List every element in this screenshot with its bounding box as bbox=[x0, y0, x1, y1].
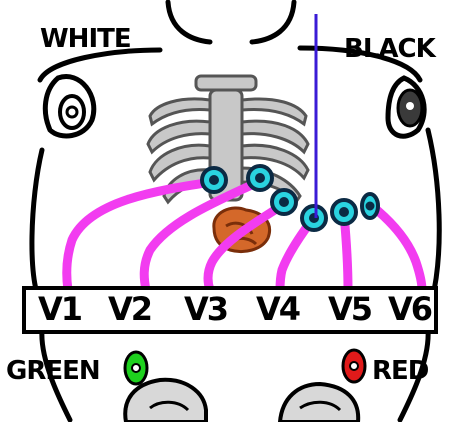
electrode-v4 bbox=[302, 206, 326, 230]
wire-v6 bbox=[372, 206, 422, 290]
lead-label-v5: V5 bbox=[328, 290, 371, 328]
red-electrode bbox=[343, 350, 365, 382]
lead-label-box bbox=[24, 288, 436, 332]
black-electrode bbox=[398, 90, 422, 126]
green-electrode bbox=[125, 352, 147, 384]
lead-label-v1: V1 bbox=[38, 290, 81, 328]
electrode-v2 bbox=[248, 166, 272, 190]
electrode-v6 bbox=[362, 194, 378, 218]
lead-label-v3: V3 bbox=[184, 290, 227, 328]
green-lead-label: GREEN bbox=[6, 356, 100, 386]
electrode-v5 bbox=[332, 200, 356, 224]
white-lead-label: WHITE bbox=[40, 24, 131, 54]
electrode-v1 bbox=[202, 168, 226, 192]
lead-label-v6: V6 bbox=[388, 290, 431, 328]
ribcage bbox=[148, 76, 308, 202]
lead-label-v2: V2 bbox=[108, 290, 151, 328]
wire-v4 bbox=[280, 220, 312, 290]
lower-body bbox=[125, 380, 358, 422]
lead-label-v4: V4 bbox=[256, 290, 299, 328]
wire-v1 bbox=[67, 182, 212, 290]
electrode-v3 bbox=[272, 190, 296, 214]
red-lead-label: RED bbox=[372, 356, 428, 386]
white-electrode bbox=[60, 96, 84, 128]
black-lead-label: BLACK bbox=[344, 34, 435, 64]
